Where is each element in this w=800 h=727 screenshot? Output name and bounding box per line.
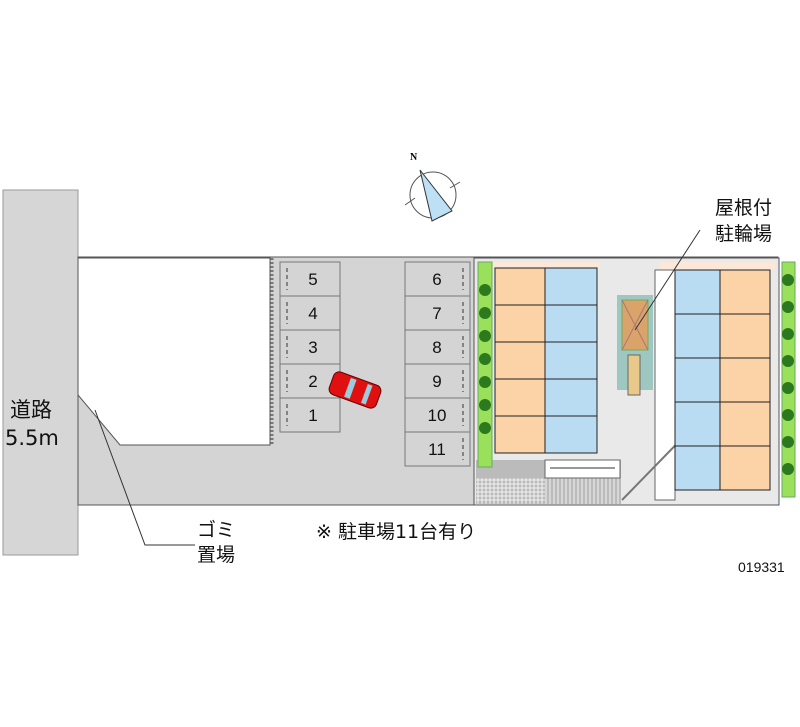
parking-space <box>404 329 471 365</box>
bike-leader-line <box>634 229 701 331</box>
parking-space <box>404 431 471 467</box>
tree-icon <box>479 330 491 342</box>
hedge-right <box>781 261 796 498</box>
tree-icon <box>782 436 794 448</box>
bike-parking-label-2: 駐輪場 <box>715 223 773 245</box>
apartment-unit <box>674 357 721 403</box>
parking-space <box>279 295 341 331</box>
parking-space-number: 5 <box>308 270 317 289</box>
apartment-unit <box>494 341 546 380</box>
property-id: 019331 <box>738 559 785 575</box>
compass-north-label: N <box>410 152 418 163</box>
garbage-leader-line <box>94 409 195 546</box>
apartment-unit <box>674 401 721 447</box>
tree-icon <box>479 422 491 434</box>
tree-icon <box>479 284 491 296</box>
tree-icon <box>782 274 794 286</box>
apartment-unit <box>494 378 546 417</box>
neighbor-area <box>77 257 271 446</box>
parking-space-number: 9 <box>432 372 441 391</box>
parking-space-number: 7 <box>432 304 441 323</box>
parking-space <box>404 261 471 297</box>
apartment-unit <box>674 313 721 359</box>
parking-space <box>279 261 341 297</box>
tree-icon <box>479 353 491 365</box>
apartment-unit <box>674 445 721 491</box>
apartment-unit <box>494 304 546 343</box>
parking-space <box>279 329 341 365</box>
garbage-label-1: ゴミ <box>197 519 236 541</box>
parking-space-number: 2 <box>308 372 317 391</box>
tree-icon <box>479 399 491 411</box>
parking-space-number: 8 <box>432 338 441 357</box>
tree-icon <box>479 307 491 319</box>
apartment-unit <box>494 415 546 454</box>
parking-space-number: 4 <box>308 304 317 323</box>
tree-icon <box>782 409 794 421</box>
bike-parking-label-1: 屋根付 <box>715 197 773 219</box>
apartment-unit <box>674 269 721 315</box>
parking-space <box>404 363 471 399</box>
road-width: 5.5m <box>5 426 59 450</box>
parking-space <box>404 397 471 433</box>
parking-space-number: 10 <box>428 406 447 425</box>
tree-icon <box>782 463 794 475</box>
parking-space-number: 6 <box>432 270 441 289</box>
tree-icon <box>782 355 794 367</box>
road <box>2 189 79 556</box>
parking-note: ※ 駐車場11台有り <box>316 521 477 543</box>
tree-icon <box>479 376 491 388</box>
tree-icon <box>782 328 794 340</box>
parking-space-number: 3 <box>308 338 317 357</box>
garbage-label-2: 置場 <box>197 544 236 566</box>
tree-icon <box>782 301 794 313</box>
compass-icon <box>404 169 461 222</box>
tree-icon <box>782 382 794 394</box>
parking-space <box>279 397 341 433</box>
apartment-unit <box>494 267 546 306</box>
parking-space-number: 11 <box>428 440 446 459</box>
car-icon <box>328 371 382 409</box>
parking-space-number: 1 <box>308 406 317 425</box>
road-label: 道路 <box>10 398 52 422</box>
